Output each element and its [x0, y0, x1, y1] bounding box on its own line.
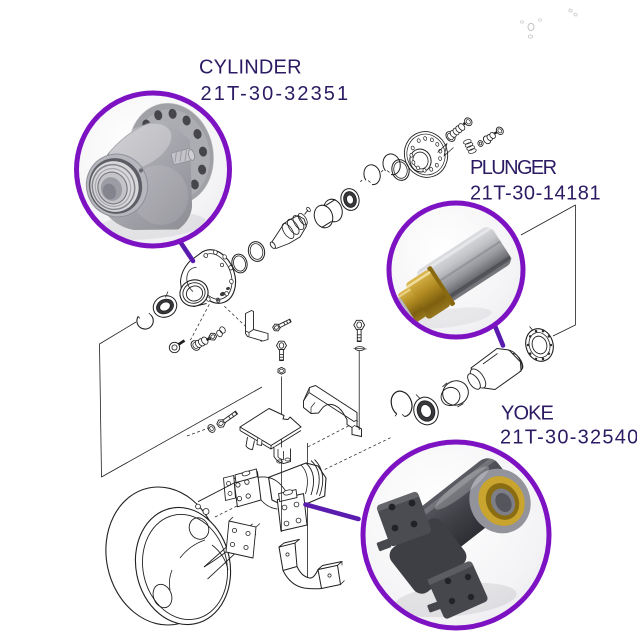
svg-text:21T-30-14181: 21T-30-14181 — [470, 183, 601, 205]
svg-text:CYLINDER: CYLINDER — [199, 57, 302, 79]
svg-text:PLUNGER: PLUNGER — [470, 157, 557, 179]
svg-text:YOKE: YOKE — [501, 403, 554, 425]
svg-text:21T-30-32351: 21T-30-32351 — [201, 83, 351, 105]
svg-text:21T-30-32540: 21T-30-32540 — [500, 426, 637, 448]
